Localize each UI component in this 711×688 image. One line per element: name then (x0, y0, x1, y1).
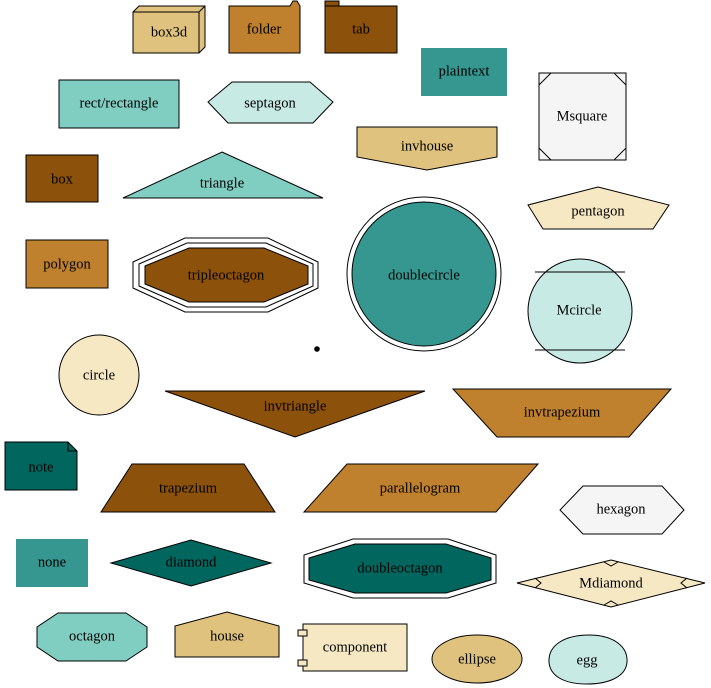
node-label-triangle: triangle (200, 175, 244, 191)
node-label-circle: circle (83, 367, 115, 383)
node-label-tripleoctagon: tripleoctagon (188, 267, 265, 283)
node-mdiamond: Mdiamond (516, 559, 706, 608)
node-doubleoctagon: doubleoctagon (303, 538, 497, 599)
node-none: none (16, 539, 88, 587)
node-label-tab: tab (352, 21, 370, 37)
node-label-mcircle: Mcircle (556, 302, 601, 318)
node-rect-rectangle: rect/rectangle (58, 79, 180, 129)
node-folder: folder (228, 0, 301, 54)
node-label-diamond: diamond (166, 554, 217, 570)
node-label-note: note (29, 459, 54, 475)
node-label-pentagon: pentagon (571, 203, 625, 219)
node-invtriangle: invtriangle (164, 390, 426, 438)
node-label-box3d: box3d (151, 24, 188, 40)
node-label-invhouse: invhouse (401, 138, 453, 154)
node-label-doubleoctagon: doubleoctagon (357, 560, 443, 576)
node-tab: tab (324, 0, 398, 54)
node-trapezium: trapezium (100, 463, 276, 513)
node-label-invtrapezium: invtrapezium (524, 404, 601, 420)
node-invtrapezium: invtrapezium (451, 388, 673, 438)
node-label-box: box (51, 171, 74, 187)
node-label-msquare: Msquare (557, 108, 608, 124)
node-label-septagon: septagon (244, 95, 296, 111)
node-label-house: house (210, 628, 244, 644)
node-label-plaintext: plaintext (439, 63, 490, 79)
node-label-octagon: octagon (69, 628, 116, 644)
node-invhouse: invhouse (356, 126, 498, 171)
node-label-component: component (323, 639, 387, 655)
node-box3d: box3d (132, 5, 206, 54)
node-plaintext: plaintext (421, 48, 507, 96)
node-label-parallelogram: parallelogram (380, 480, 461, 496)
node-label-none: none (38, 554, 66, 570)
node-circle: circle (58, 334, 140, 416)
node-component: component (297, 623, 408, 672)
node-box: box (25, 154, 99, 203)
node-octagon: octagon (36, 612, 148, 662)
node-polygon: polygon (25, 239, 109, 289)
node-pentagon: pentagon (527, 186, 670, 230)
node-hexagon: hexagon (559, 485, 685, 535)
node-mcircle: Mcircle (527, 258, 633, 364)
node-label-folder: folder (247, 21, 282, 37)
node-septagon: septagon (207, 81, 334, 124)
node-doublecircle: doublecircle (346, 196, 502, 352)
node-point (314, 346, 320, 352)
node-diamond: diamond (109, 539, 273, 587)
node-egg: egg (548, 634, 628, 685)
node-label-egg: egg (577, 652, 598, 668)
node-label-ellipse: ellipse (458, 651, 496, 667)
node-label-doublecircle: doublecircle (388, 267, 460, 283)
node-label-rect: rect/rectangle (80, 95, 159, 111)
node-msquare: Msquare (538, 72, 627, 161)
node-house: house (174, 611, 280, 658)
node-label-mdiamond: Mdiamond (579, 575, 643, 591)
node-label-hexagon: hexagon (596, 501, 646, 517)
node-parallelogram: parallelogram (302, 463, 540, 513)
node-label-trapezium: trapezium (159, 480, 218, 496)
node-ellipse: ellipse (431, 634, 523, 684)
node-label-invtriangle: invtriangle (264, 398, 327, 414)
node-note: note (4, 441, 78, 491)
node-label-polygon: polygon (43, 256, 91, 272)
node-triangle: triangle (122, 151, 324, 199)
node-tripleoctagon: tripleoctagon (132, 237, 319, 313)
